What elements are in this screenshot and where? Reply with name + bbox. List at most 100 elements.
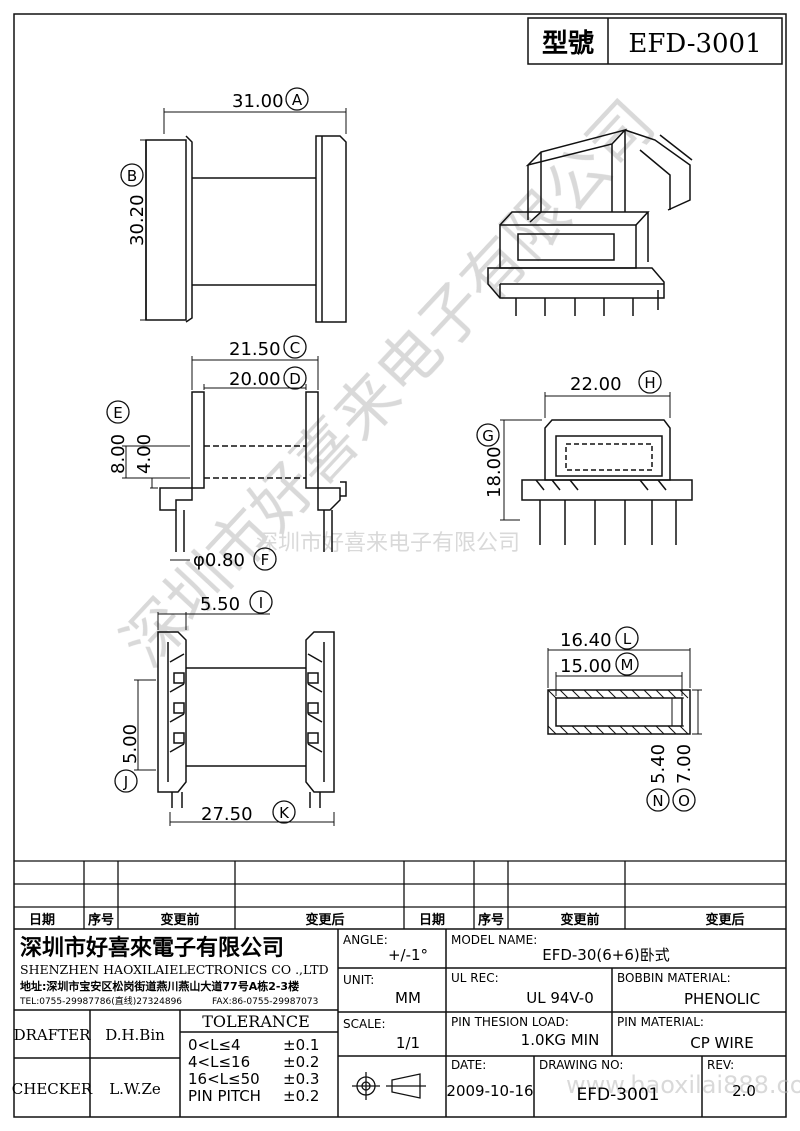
svg-text:G: G xyxy=(482,427,494,445)
dim-A-value: 31.00 xyxy=(232,91,284,112)
model-value: EFD-3001 xyxy=(628,29,761,59)
dim-H-badge: H xyxy=(638,370,662,394)
drafter-name: D.H.Bin xyxy=(105,1026,165,1044)
svg-text:K: K xyxy=(279,804,290,822)
svg-text:M: M xyxy=(621,656,634,674)
load-value: 1.0KG MIN xyxy=(521,1031,600,1049)
svg-text:PIN PITCH: PIN PITCH xyxy=(188,1087,261,1105)
unit-label: UNIT: xyxy=(343,973,374,987)
pin-material-label: PIN MATERIAL: xyxy=(617,1015,704,1029)
checker-name: L.W.Ze xyxy=(109,1080,161,1098)
dim-D-value: 20.00 xyxy=(229,369,281,390)
dim-B-value: 30.20 xyxy=(127,194,148,246)
ul-value: UL 94V-0 xyxy=(526,989,594,1007)
ul-label: UL REC: xyxy=(451,971,499,985)
model-label: 型號 xyxy=(542,29,594,59)
revision-headers: 日期 序号 变更前 变更后 日期 序号 变更前 变更后 xyxy=(29,912,745,928)
rev-header-no: 序号 xyxy=(88,912,114,928)
field-labels: ANGLE: UNIT: SCALE: MODEL NAME: UL REC: … xyxy=(343,933,734,1072)
drawing-no-label: DRAWING NO: xyxy=(539,1058,623,1072)
projection-symbol-icon xyxy=(352,1072,426,1100)
dim-G-value: 18.00 xyxy=(484,446,505,498)
company-name-cn: 深圳市好喜來電子有限公司 xyxy=(20,935,284,961)
side-view xyxy=(122,356,347,561)
rev-value: 2.0 xyxy=(732,1082,756,1100)
dim-J-value: 5.00 xyxy=(120,724,141,764)
rev-label: REV: xyxy=(707,1058,734,1072)
watermark-horizontal: 深圳市好喜来电子有限公司 xyxy=(256,531,520,556)
model-header: 型號 EFD-3001 xyxy=(527,17,783,65)
svg-text:O: O xyxy=(678,792,690,810)
dim-H-value: 22.00 xyxy=(570,374,622,395)
dim-B-badge: B xyxy=(120,163,144,187)
dim-O-badge: O xyxy=(672,788,696,812)
company-tel: TEL:0755-29987786(直线)27324896 xyxy=(19,995,182,1007)
svg-text:E: E xyxy=(113,404,122,422)
dim-K-badge: K xyxy=(272,800,296,824)
watermark-url: www.haoxilai888.com xyxy=(566,1071,800,1099)
revision-table xyxy=(14,860,786,930)
svg-text:±0.3: ±0.3 xyxy=(283,1070,319,1088)
scale-value: 1/1 xyxy=(396,1034,420,1052)
bobbin-label: BOBBIN MATERIAL: xyxy=(617,971,731,985)
svg-text:N: N xyxy=(652,792,663,810)
dim-E-badge: E xyxy=(106,400,130,424)
company-name-en: SHENZHEN HAOXILAIELECTRONICS CO .,LTD xyxy=(20,962,329,977)
tolerance-title: TOLERANCE xyxy=(202,1012,310,1031)
dim-N-badge: N xyxy=(646,788,670,812)
svg-text:D: D xyxy=(289,370,301,388)
load-label: PIN THESION LOAD: xyxy=(451,1015,569,1029)
isometric-view xyxy=(487,128,693,316)
rev-header-before-2: 变更前 xyxy=(560,912,599,928)
svg-text:16<L≤50: 16<L≤50 xyxy=(188,1070,260,1088)
svg-text:F: F xyxy=(261,551,270,569)
dim-O-value: 7.00 xyxy=(674,744,695,784)
sheet-border xyxy=(13,13,787,1118)
svg-text:4<L≤16: 4<L≤16 xyxy=(188,1053,250,1071)
title-block-grid xyxy=(14,929,786,1117)
dim-C-value: 21.50 xyxy=(229,339,281,360)
company-fax: FAX:86-0755-29987073 xyxy=(212,997,318,1007)
dim-A-badge: A xyxy=(285,87,309,111)
svg-text:H: H xyxy=(644,374,655,392)
rev-header-after: 变更后 xyxy=(305,912,344,928)
scale-label: SCALE: xyxy=(343,1017,386,1031)
bobbin-value: PHENOLIC xyxy=(684,990,760,1008)
dim-K-value: 27.50 xyxy=(201,804,253,825)
drafter-label: DRAFTER xyxy=(14,1026,92,1044)
company-address: 地址:深圳市宝安区松岗街道燕川燕山大道77号A栋2-3楼 xyxy=(20,979,299,993)
svg-text:C: C xyxy=(290,339,300,357)
dim-N-value: 5.40 xyxy=(648,744,669,784)
rev-header-no-2: 序号 xyxy=(478,912,504,928)
rev-header-before: 变更前 xyxy=(160,912,199,928)
rev-header-date: 日期 xyxy=(29,913,55,928)
svg-text:J: J xyxy=(123,773,128,791)
angle-value: +/-1° xyxy=(388,946,428,964)
tolerance-rows: 0<L≤4±0.1 4<L≤16±0.2 16<L≤50±0.3 PIN PIT… xyxy=(188,1036,319,1105)
dim-E-value: 8.00 xyxy=(108,434,129,474)
pin-material-value: CP WIRE xyxy=(690,1034,753,1052)
dim-L-value: 16.40 xyxy=(560,630,612,651)
drawing-no-value: EFD-3001 xyxy=(576,1085,659,1105)
front-view xyxy=(140,108,347,323)
svg-text:0<L≤4: 0<L≤4 xyxy=(188,1036,241,1054)
dim-F-value: φ0.80 xyxy=(193,550,245,571)
svg-text:A: A xyxy=(292,91,303,109)
dim-J-badge: J xyxy=(114,769,138,793)
end-view xyxy=(500,392,693,545)
dim-C-badge: C xyxy=(283,335,307,359)
dim-E2-value: 4.00 xyxy=(134,434,155,474)
dim-I-badge: I xyxy=(249,590,273,614)
dim-F-badge: F xyxy=(253,547,277,571)
svg-text:I: I xyxy=(259,594,263,612)
rev-header-date-2: 日期 xyxy=(419,913,445,928)
dim-G-badge: G xyxy=(476,423,500,447)
model-name-label: MODEL NAME: xyxy=(451,933,537,947)
top-view xyxy=(134,612,335,826)
dim-M-badge: M xyxy=(615,652,639,676)
rev-header-after-2: 变更后 xyxy=(705,912,744,928)
date-value: 2009-10-16 xyxy=(446,1082,533,1100)
field-values: +/-1° MM 1/1 EFD-30(6+6)卧式 UL 94V-0 PHEN… xyxy=(388,946,760,1105)
dim-I-value: 5.50 xyxy=(200,594,240,615)
